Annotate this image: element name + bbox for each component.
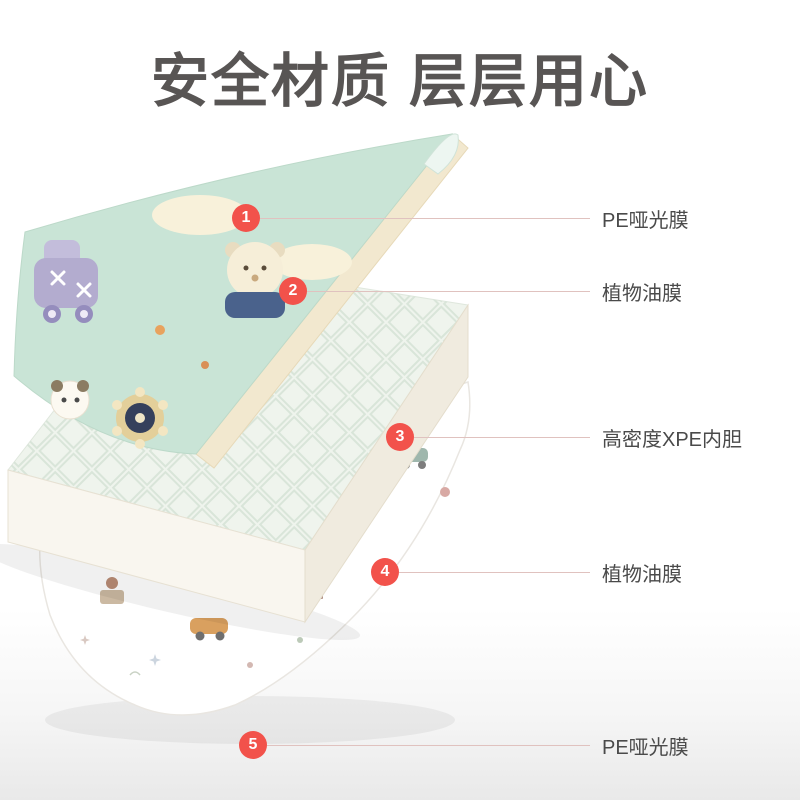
- callout-5: 5 PE哑光膜: [239, 731, 689, 759]
- callout-4-label: 植物油膜: [602, 563, 682, 586]
- callout-2: 2 植物油膜: [279, 277, 682, 305]
- cartoon-artwork: [34, 195, 352, 449]
- sunflower: [112, 387, 168, 449]
- page-title: 安全材质 层层用心: [150, 49, 650, 114]
- callout-3: 3 高密度XPE内胆: [386, 423, 742, 451]
- callout-1-line: [260, 217, 590, 219]
- callout-4: 4 植物油膜: [371, 558, 682, 586]
- callout-5-badge: 5: [239, 731, 267, 759]
- callout-3-line: [414, 436, 590, 438]
- callout-2-label: 植物油膜: [602, 282, 682, 305]
- callout-3-label: 高密度XPE内胆: [602, 428, 743, 451]
- callout-5-line: [267, 744, 590, 746]
- callout-3-badge: 3: [386, 423, 414, 451]
- foam-shadow: [0, 544, 361, 640]
- callout-1-badge: 1: [232, 204, 260, 232]
- curled-corner: [423, 133, 459, 175]
- callout-4-line: [399, 571, 590, 573]
- callout-4-badge: 4: [371, 558, 399, 586]
- callout-1: 1 PE哑光膜: [232, 204, 689, 232]
- panda: [50, 380, 90, 420]
- callout-1-label: PE哑光膜: [602, 209, 689, 232]
- callout-5-label: PE哑光膜: [602, 736, 689, 759]
- callout-2-line: [307, 290, 590, 292]
- callout-2-badge: 2: [279, 277, 307, 305]
- top-layer-sheet: [13, 133, 459, 455]
